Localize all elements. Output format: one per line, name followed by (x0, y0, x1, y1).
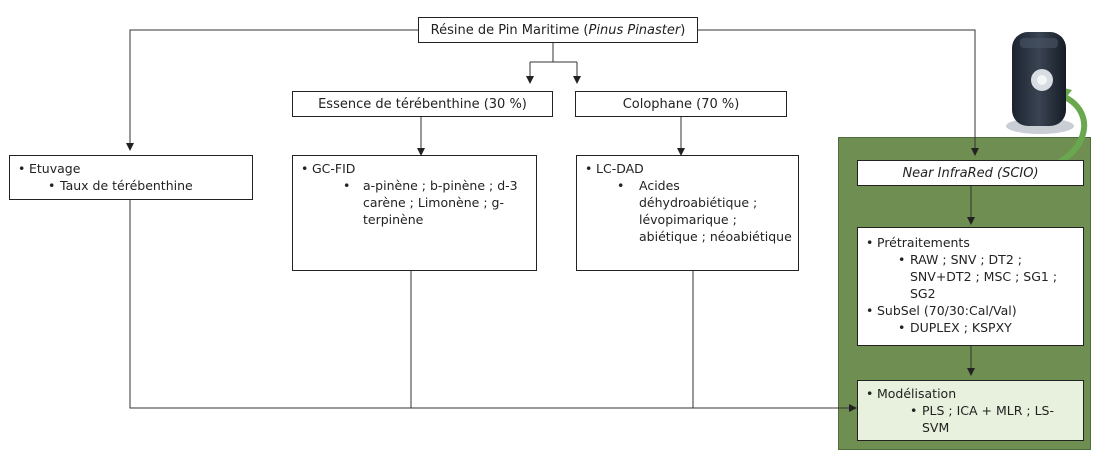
colophane-label: Colophane (70 %) (622, 96, 740, 112)
lcdad-node: LC-DAD Acides déhydroabiétique ; lévopim… (576, 155, 799, 271)
modelisation-main: Modélisation (864, 385, 1077, 402)
root-close: ) (680, 22, 686, 38)
nir-node: Near InfraRed (SCIO) (857, 160, 1084, 186)
modelisation-node: Modélisation PLS ; ICA + MLR ; LS-SVM (857, 380, 1084, 441)
pretraitements-main: Prétraitements (864, 234, 1077, 251)
root-node: Résine de Pin Maritime (Pinus Pinaster) (418, 17, 698, 43)
colophane-node: Colophane (70 %) (575, 91, 787, 117)
modelisation-sub: PLS ; ICA + MLR ; LS-SVM (910, 402, 1077, 436)
root-latin-name: Pinus Pinaster (588, 22, 681, 38)
subsel-sub: DUPLEX ; KSPXY (898, 319, 1077, 336)
root-label: Résine de Pin Maritime ( (430, 22, 589, 38)
gcfid-node: GC-FID a-pinène ; b-pinène ; d-3 carène … (292, 155, 537, 271)
essence-node: Essence de térébenthine (30 %) (292, 91, 553, 117)
subsel-main: SubSel (70/30:Cal/Val) (864, 302, 1077, 319)
essence-label: Essence de térébenthine (30 %) (318, 96, 527, 112)
scio-device-image (1006, 32, 1074, 134)
nir-label: Near InfraRed (SCIO) (902, 165, 1039, 181)
gcfid-main: GC-FID (299, 160, 530, 177)
pretraitements-sub: RAW ; SNV ; DT2 ; SNV+DT2 ; MSC ; SG1 ; … (898, 251, 1077, 302)
lcdad-sub: Acides déhydroabiétique ; lévopimarique … (617, 177, 792, 245)
etuvage-sub: Taux de térébenthine (48, 177, 246, 194)
lcdad-main: LC-DAD (583, 160, 792, 177)
etuvage-node: Etuvage Taux de térébenthine (9, 155, 253, 200)
etuvage-main: Etuvage (16, 160, 246, 177)
gcfid-sub: a-pinène ; b-pinène ; d-3 carène ; Limon… (343, 177, 530, 228)
pretraitements-node: Prétraitements RAW ; SNV ; DT2 ; SNV+DT2… (857, 227, 1084, 346)
